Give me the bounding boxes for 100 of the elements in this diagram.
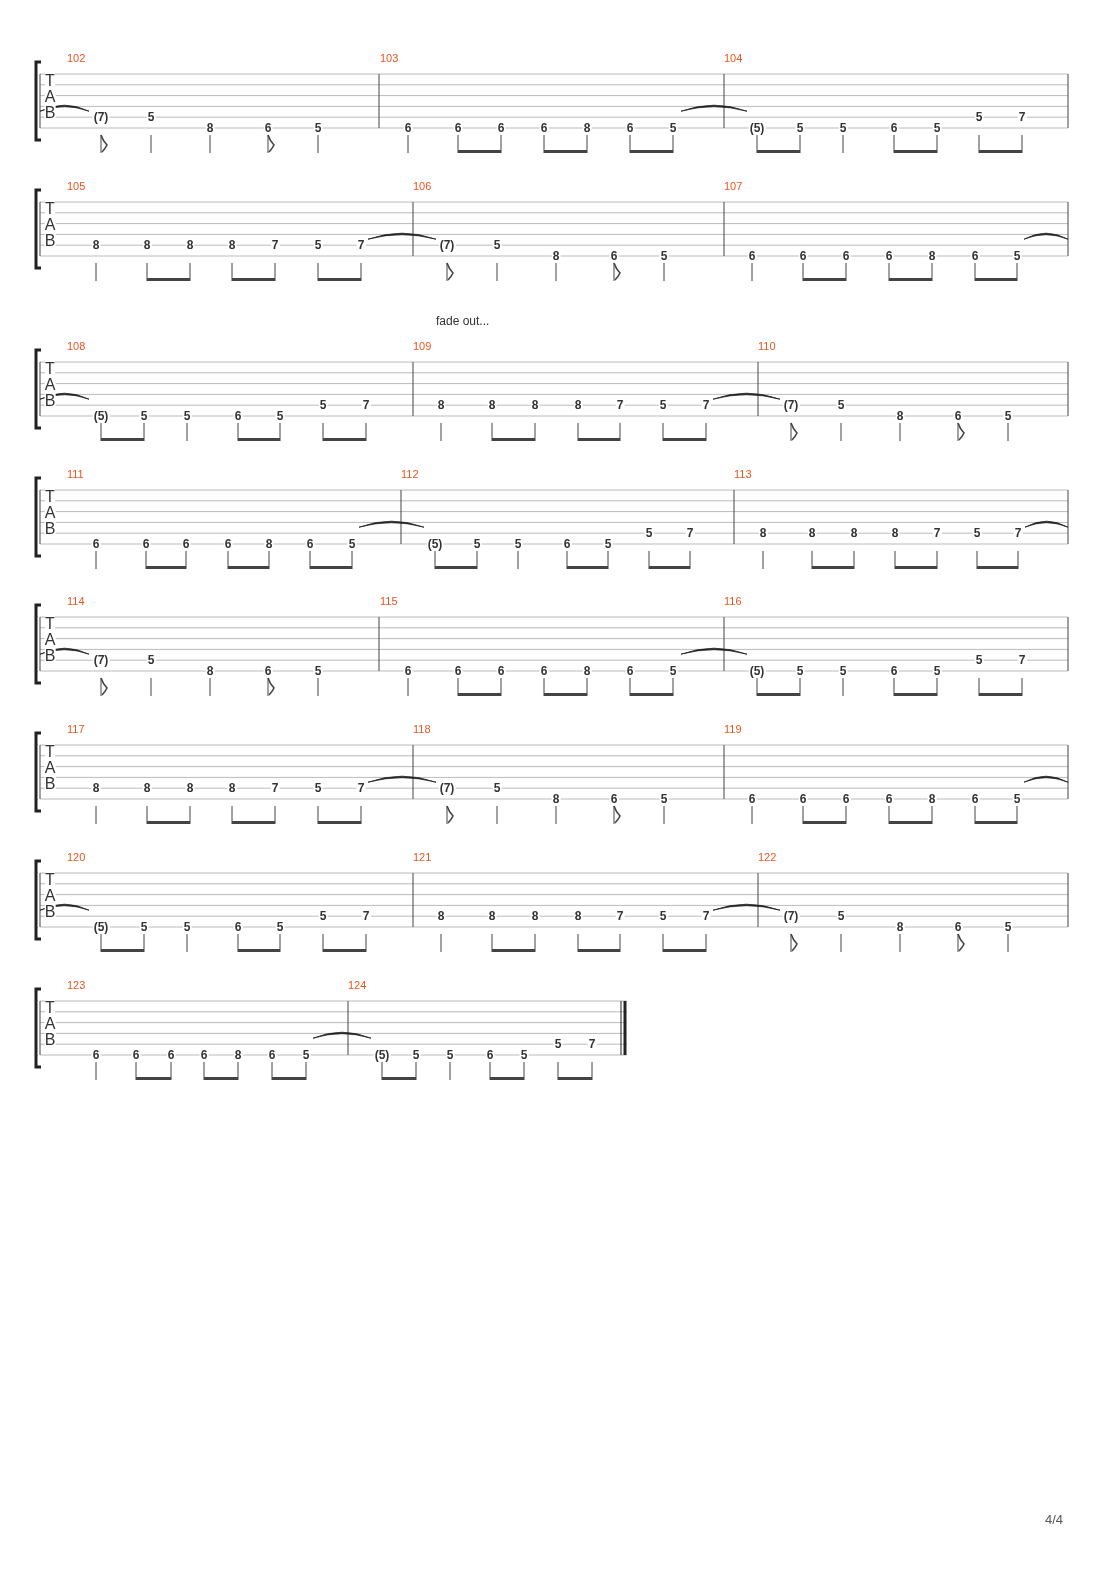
tab-clef-letter: B (44, 393, 56, 409)
measure-number: 120 (67, 852, 86, 863)
fret-number: (7) (782, 399, 800, 412)
tab-clef-letter: T (45, 744, 55, 760)
fret-number: 5 (658, 399, 668, 412)
performance-note: fade out... (436, 313, 490, 330)
fret-number: 8 (264, 538, 274, 550)
measure-number: 109 (413, 341, 432, 352)
fret-number: 6 (263, 665, 273, 677)
fret-number: 5 (659, 250, 669, 262)
tab-clef-letter: T (45, 361, 55, 377)
tab-clef-letter: A (44, 888, 56, 904)
fret-number: (7) (92, 654, 110, 667)
fret-number: 7 (701, 910, 711, 923)
tab-clef-letter: A (44, 632, 56, 648)
tab-clef-letter: A (44, 760, 56, 776)
fret-number: 5 (313, 239, 323, 252)
fret-number: 8 (582, 665, 592, 677)
fret-number: 5 (932, 665, 942, 677)
fret-number: 8 (895, 410, 905, 422)
fret-number: 6 (233, 410, 243, 422)
measure-number: 106 (413, 181, 432, 192)
fret-number: 8 (233, 1049, 243, 1061)
measure-number: 118 (413, 724, 431, 735)
fret-number: 5 (313, 782, 323, 795)
fret-number: 6 (233, 921, 243, 933)
fret-number: 8 (530, 910, 540, 923)
fret-number: 8 (185, 782, 195, 795)
fret-number: 8 (227, 782, 237, 795)
fret-number: 5 (318, 399, 328, 412)
fret-number: 5 (492, 782, 502, 795)
fret-number: 5 (795, 122, 805, 134)
fret-number: 8 (573, 910, 583, 923)
fret-number: 5 (836, 399, 846, 412)
fret-number: 6 (131, 1049, 141, 1061)
fret-number: 6 (263, 122, 273, 134)
tab-clef-letter: B (44, 648, 56, 664)
fret-number: 8 (927, 250, 937, 262)
fret-number: 5 (668, 665, 678, 677)
tab-clef-letter: A (44, 1016, 56, 1032)
tab-clef-letter: T (45, 201, 55, 217)
measure-number: 111 (67, 469, 84, 480)
fret-number: (5) (373, 1049, 391, 1061)
fret-number: 7 (587, 1038, 597, 1051)
fret-number: 7 (356, 239, 366, 252)
fret-number: (5) (426, 538, 444, 550)
fret-number: 5 (1003, 410, 1013, 422)
fret-number: 6 (625, 665, 635, 677)
fret-number: 6 (166, 1049, 176, 1061)
fret-number: (7) (92, 111, 110, 124)
fret-number: 8 (551, 250, 561, 262)
fret-number: 5 (553, 1038, 563, 1051)
fret-number: 6 (970, 250, 980, 262)
measure-number: 122 (758, 852, 777, 863)
measure-number: 103 (380, 53, 399, 64)
fret-number: 8 (142, 782, 152, 795)
fret-number: 5 (838, 122, 848, 134)
fret-number: 5 (445, 1049, 455, 1061)
fret-number: 6 (485, 1049, 495, 1061)
fret-number: 5 (275, 921, 285, 933)
tab-clef-letter: B (44, 233, 56, 249)
fret-number: 5 (139, 921, 149, 933)
tab-clef-letter: A (44, 89, 56, 105)
measure-number: 110 (758, 341, 776, 352)
fret-number: 5 (658, 910, 668, 923)
fret-number: 6 (403, 665, 413, 677)
fret-number: 6 (562, 538, 572, 550)
fret-number: 7 (685, 527, 695, 540)
fret-number: (5) (92, 921, 110, 933)
fret-number: 6 (747, 250, 757, 262)
fret-number: 5 (974, 654, 984, 667)
fret-number: 6 (403, 122, 413, 134)
fret-number: 8 (573, 399, 583, 412)
measure-number: 104 (724, 53, 743, 64)
measure-number: 121 (413, 852, 432, 863)
fret-number: 8 (91, 239, 101, 252)
fret-number: 5 (492, 239, 502, 252)
fret-number: 5 (472, 538, 482, 550)
fret-number: (5) (92, 410, 110, 422)
fret-number: 5 (411, 1049, 421, 1061)
measure-number: 115 (380, 596, 398, 607)
fret-number: 8 (436, 910, 446, 923)
fret-number: 6 (141, 538, 151, 550)
fret-number: 6 (747, 793, 757, 805)
fret-number: 5 (313, 122, 323, 134)
fret-number: 6 (539, 665, 549, 677)
fret-number: 7 (701, 399, 711, 412)
fret-number: 8 (436, 399, 446, 412)
fret-number: 6 (889, 665, 899, 677)
fret-number: 5 (603, 538, 613, 550)
fret-number: 8 (895, 921, 905, 933)
fret-number: 8 (582, 122, 592, 134)
fret-number: 8 (205, 665, 215, 677)
fret-number: 5 (836, 910, 846, 923)
fret-number: 6 (889, 122, 899, 134)
fret-number: 8 (227, 239, 237, 252)
fret-number: 6 (223, 538, 233, 550)
fret-number: 8 (142, 239, 152, 252)
fret-number: 6 (841, 250, 851, 262)
fret-number: 8 (530, 399, 540, 412)
